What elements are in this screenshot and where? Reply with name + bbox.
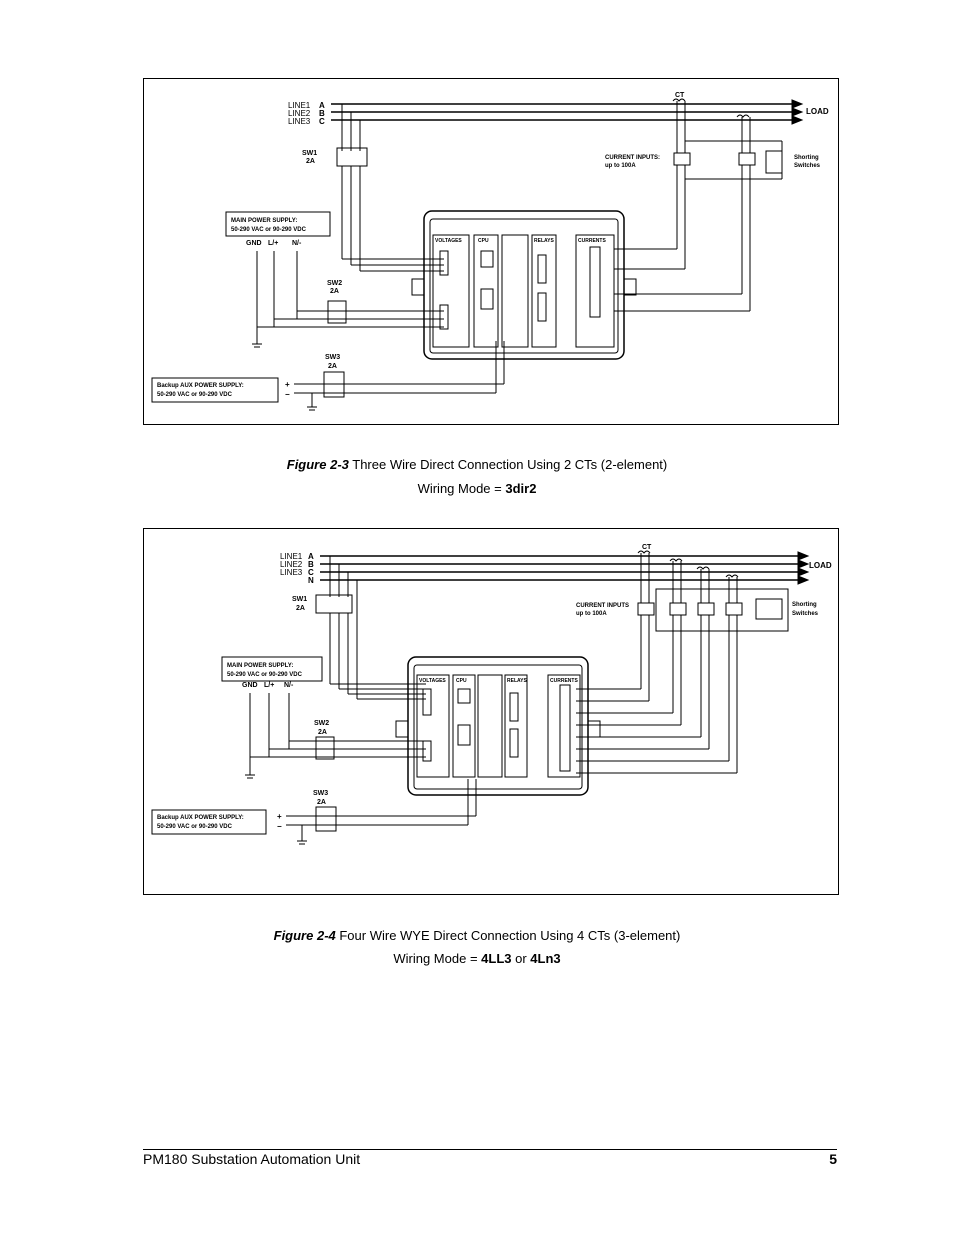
phase-b-label: B [319, 109, 325, 118]
gnd-label: GND [242, 682, 258, 689]
module-currents: CURRENTS [550, 678, 578, 684]
aux-minus-label: − [285, 390, 290, 399]
phase-a-label: A [319, 101, 325, 110]
module-relays: RELAYS [534, 238, 554, 244]
figure-2-4-label: Figure 2-4 [273, 928, 336, 943]
module-voltages: VOLTAGES [419, 678, 446, 684]
shorting-label: Shorting [792, 602, 817, 608]
phase-a-label: A [308, 552, 314, 561]
figure-2-4-wiring-mode: Wiring Mode = 4LL3 or 4Ln3 [0, 951, 954, 966]
module-cpu: CPU [456, 678, 467, 684]
aux-ps-range: 50-290 VAC or 90-290 VDC [157, 824, 233, 830]
figure-2-4-caption: Figure 2-4 Four Wire WYE Direct Connecti… [0, 928, 954, 943]
line2-label: LINE2 [288, 109, 311, 118]
n-minus-label: N/- [292, 240, 302, 247]
figure-2-4-title: Four Wire WYE Direct Connection Using 4 … [335, 928, 681, 943]
wiring-mode-value-1: 4LL3 [481, 951, 512, 966]
line1-label: LINE1 [288, 101, 311, 110]
aux-plus-label: + [285, 380, 290, 389]
wiring-mode-prefix: Wiring Mode = [393, 951, 482, 966]
aux-plus-label: + [277, 812, 282, 821]
aux-ps-title: Backup AUX POWER SUPPLY: [157, 815, 244, 821]
sw3-label: SW3 [313, 790, 328, 797]
current-inputs-label: CURRENT INPUTS [576, 603, 629, 609]
sw1-label: SW1 [302, 150, 317, 157]
line3-label: LINE3 [280, 568, 303, 577]
current-inputs-label: CURRENT INPUTS: [605, 155, 660, 161]
shorting-label: Shorting [794, 155, 819, 161]
figure-2-3-title: Three Wire Direct Connection Using 2 CTs… [348, 457, 668, 472]
sw2-label: SW2 [314, 720, 329, 727]
line2-label: LINE2 [280, 560, 303, 569]
aux-minus-label: − [277, 822, 282, 831]
current-inputs-range: up to 100A [605, 163, 636, 169]
switches-label: Switches [792, 611, 819, 617]
n-minus-label: N/- [284, 682, 294, 689]
sw1-rating: 2A [296, 605, 305, 612]
wiring-mode-or: or [511, 951, 531, 966]
neutral-label: N [308, 576, 314, 585]
sw3-rating: 2A [317, 799, 326, 806]
module-relays: RELAYS [507, 678, 527, 684]
figure-2-4-diagram: LINE1 LINE2 LINE3 N A B C LOAD CT SW1 2A… [143, 528, 839, 895]
sw2-rating: 2A [330, 288, 339, 295]
footer-divider [143, 1149, 837, 1150]
figure-2-3-wiring-mode: Wiring Mode = 3dir2 [0, 481, 954, 496]
switches-label: Switches [794, 163, 821, 169]
sw2-rating: 2A [318, 729, 327, 736]
module-currents: CURRENTS [578, 238, 606, 244]
module-voltages: VOLTAGES [435, 238, 462, 244]
ct-label: CT [675, 92, 685, 99]
figure-2-3-label: Figure 2-3 [286, 457, 349, 472]
l-plus-label: L/+ [268, 240, 278, 247]
aux-ps-range: 50-290 VAC or 90-290 VDC [157, 392, 233, 398]
sw3-label: SW3 [325, 354, 340, 361]
ct-label: CT [642, 544, 652, 551]
load-label: LOAD [806, 107, 829, 116]
gnd-label: GND [246, 240, 262, 247]
sw2-label: SW2 [327, 280, 342, 287]
wiring-mode-value: 3dir2 [505, 481, 537, 496]
phase-c-label: C [308, 568, 314, 577]
sw1-label: SW1 [292, 596, 307, 603]
sw1-rating: 2A [306, 158, 315, 165]
phase-c-label: C [319, 117, 325, 126]
l-plus-label: L/+ [264, 682, 274, 689]
phase-b-label: B [308, 560, 314, 569]
module-cpu: CPU [478, 238, 489, 244]
figure-2-3-diagram: LINE1 LINE2 LINE3 A B C LOAD CT SW1 2A C… [143, 78, 839, 425]
main-ps-title: MAIN POWER SUPPLY: [227, 663, 293, 669]
main-ps-range: 50-290 VAC or 90-290 VDC [227, 672, 303, 678]
wiring-mode-prefix: Wiring Mode = [417, 481, 506, 496]
page-number: 5 [829, 1151, 837, 1167]
main-ps-range: 50-290 VAC or 90-290 VDC [231, 227, 307, 233]
sw3-rating: 2A [328, 363, 337, 370]
figure-2-3-caption: Figure 2-3 Three Wire Direct Connection … [0, 457, 954, 472]
load-label: LOAD [809, 561, 832, 570]
current-inputs-range: up to 100A [576, 611, 607, 617]
aux-ps-title: Backup AUX POWER SUPPLY: [157, 383, 244, 389]
line1-label: LINE1 [280, 552, 303, 561]
wiring-mode-value-2: 4Ln3 [530, 951, 561, 966]
line3-label: LINE3 [288, 117, 311, 126]
main-ps-title: MAIN POWER SUPPLY: [231, 218, 297, 224]
footer-title: PM180 Substation Automation Unit [143, 1151, 361, 1167]
